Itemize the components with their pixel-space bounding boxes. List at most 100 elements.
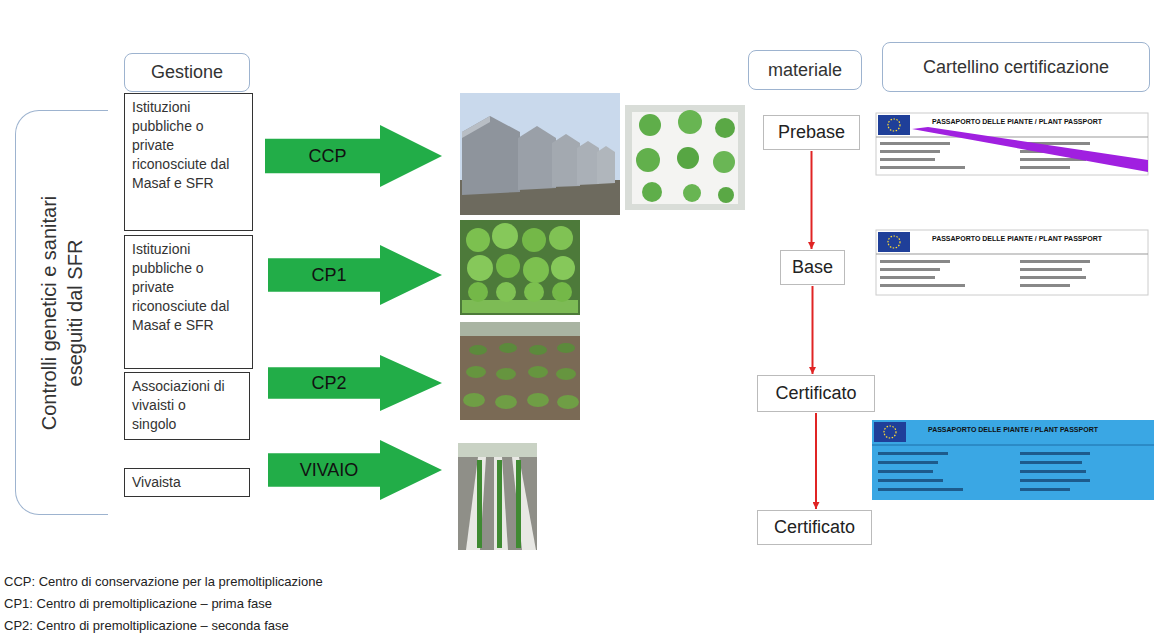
node-text: Associazioni di vivaisti o singolo [132,377,227,434]
plant-tray-photo [625,105,745,210]
field-photo-part [466,366,486,378]
plant-tray-photo-part [625,105,745,210]
field-photo [460,322,580,420]
seedling-tray-photo-part [496,282,516,302]
node-text: Istituzioni pubbliche o private riconosc… [132,98,230,193]
plant-passport-tag-part [1020,488,1070,491]
node-text: Vivaista [132,473,227,492]
plant-passport-tag-part [878,461,938,464]
plant-passport-tag-part [880,142,950,145]
nursery-rows-photo-part [458,443,537,457]
seedling-tray-photo-part [551,256,575,280]
seedling-tray-photo-part [492,223,518,249]
plant-passport-tag-part [878,479,943,482]
header-box: Gestione [124,53,250,92]
greenhouse-photo-part [518,126,556,190]
plant-tray-photo-part [715,118,735,138]
field-photo-part [528,366,548,378]
plant-passport-tag-part [880,150,940,153]
plant-passport-tag-part [1020,166,1070,169]
plant-passport-tag-part [880,260,950,263]
field-photo-part [463,393,485,407]
plant-passport-tag-part [1020,470,1086,473]
plant-passport-tag-part [1020,268,1082,271]
actor-box: Istituzioni pubbliche o private riconosc… [124,235,253,369]
flow-arrow [815,413,817,509]
arrow-shape-fill [265,125,442,187]
seedling-tray-photo-part [522,228,546,252]
tag-header: PASSAPORTO DELLE PIANTE / PLANT PASSPORT [930,118,1104,125]
node-text: Certificato [775,383,856,404]
plant-passport-tag-part [876,230,1148,295]
node-text: Istituzioni pubbliche o private riconosc… [132,240,230,335]
field-photo-part [496,368,516,380]
field-photo-part [556,368,576,380]
flow-arrow [811,151,813,249]
plant-passport-tag [872,420,1154,500]
greenhouse-photo-part [552,134,580,187]
nursery-rows-photo-part [497,460,502,548]
plant-passport-tag-part [876,137,1148,138]
arrow-shape [265,125,442,187]
abbreviation-note: CP1: Centro di premoltiplicazione – prim… [4,596,272,611]
plant-passport-tag-part [1020,276,1086,279]
node-text: VIVAIO [268,440,390,500]
field-photo-part [460,322,580,420]
plant-passport-tag-part [884,426,896,438]
nursery-rows-photo-part [516,460,521,548]
actor-box: Vivaista [124,468,250,497]
stage-arrow: CCP [265,125,442,187]
tag-header: PASSAPORTO DELLE PIANTE / PLANT PASSPORT [930,235,1104,242]
greenhouse-photo-part [460,93,620,215]
plant-passport-tag-part [880,158,935,161]
seedling-tray-photo-part [496,254,520,278]
plant-tray-photo-part [642,182,662,202]
seedling-tray-photo [460,220,580,315]
material-box: Base [780,250,845,285]
abbreviation-note: CP2: Centro di premoltiplicazione – seco… [4,618,289,633]
plant-passport-tag-part [888,236,900,248]
plant-tray-photo-part [636,148,660,172]
plant-passport-tag-part [876,113,1148,175]
seedling-tray-photo-part [460,220,580,315]
plant-passport-tag-part [878,115,910,135]
node-text: Certificato [774,517,855,538]
seedling-tray-photo-part [524,282,544,302]
nursery-rows-photo-part [494,457,508,550]
material-box: Prebase [763,115,860,150]
plant-passport-tag-part [880,166,965,169]
flow-arrow [812,286,814,374]
arrow-shape-fill [268,440,442,500]
plant-passport-tag-part [874,422,906,442]
plant-passport-tag-part [1020,260,1090,263]
seedling-tray-photo-part [468,282,488,302]
node-text: CCP [265,125,390,187]
header-box: Cartellino certificazione [882,42,1150,92]
abbreviation-note: CCP: Centro di conservazione per la prem… [4,574,323,589]
plant-tray-photo-part [718,187,734,203]
plant-tray-photo-part [677,147,699,169]
plant-passport-tag-part [872,445,1154,446]
plant-passport-tag-part [1020,461,1082,464]
greenhouse-photo [460,93,620,215]
field-photo-part [499,343,517,353]
plant-tray-photo-part [713,151,735,173]
scope-bracket: Controlli genetici e sanitari eseguiti d… [15,110,108,515]
header-box: materiale [748,50,862,90]
material-box: Certificato [757,510,872,545]
field-photo-part [557,343,575,353]
nursery-rows-photo-part [466,457,486,550]
greenhouse-photo-part [597,146,615,184]
node-text: Gestione [151,62,223,83]
seedling-tray-photo-part [552,282,572,302]
plant-passport-tag-part [1020,284,1070,287]
node-text: CP2 [268,355,390,411]
arrow-shape [268,355,442,411]
plant-passport-tag-part [872,420,1154,500]
nursery-rows-photo-part [512,457,536,550]
field-photo-part [495,395,517,409]
node-text: Controlli genetici e sanitari eseguiti d… [36,163,88,463]
tag-header: PASSAPORTO DELLE PIANTE / PLANT PASSPORT [926,426,1100,433]
field-photo-part [469,345,487,355]
